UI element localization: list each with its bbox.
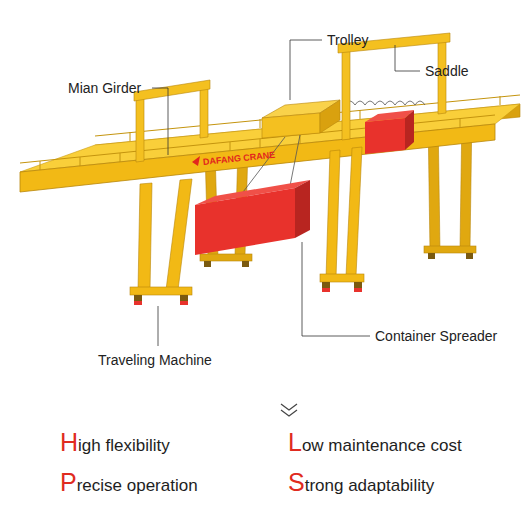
feature-text: High flexibility — [60, 430, 170, 458]
part-label: Mian Girder — [68, 80, 141, 96]
part-label: Container Spreader — [375, 328, 497, 344]
part-label: Saddle — [425, 63, 469, 79]
part-label: Trolley — [327, 32, 369, 48]
feature-text: Low maintenance cost — [288, 430, 462, 458]
part-label: Traveling Machine — [98, 352, 212, 368]
feature-text: Strong adaptability — [288, 470, 434, 498]
feature-text: Precise operation — [60, 470, 198, 498]
